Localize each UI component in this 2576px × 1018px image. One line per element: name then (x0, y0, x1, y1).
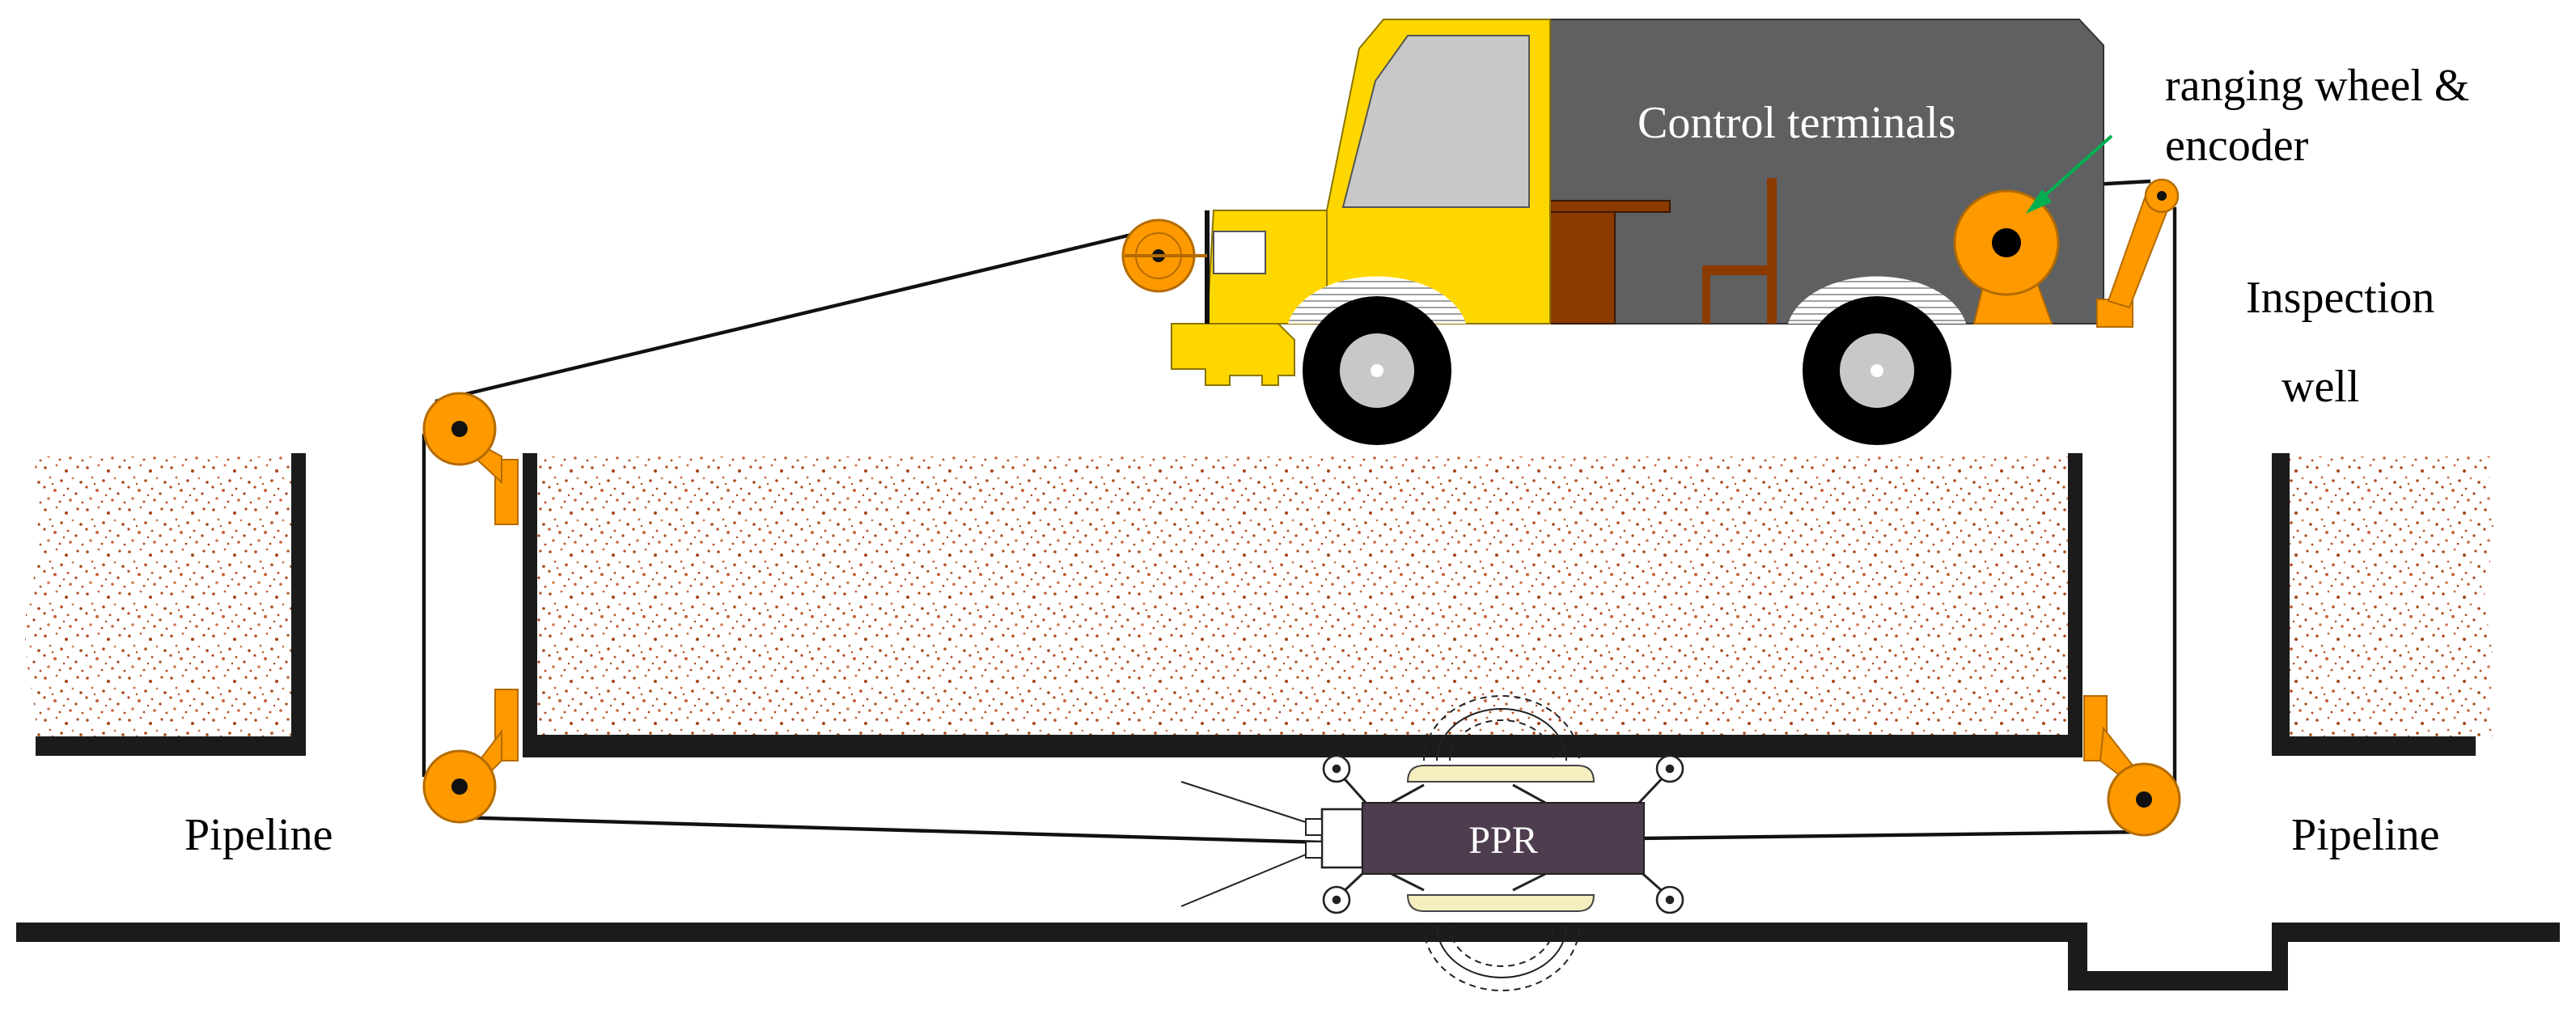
pipe-wall-right-bottom (2272, 736, 2476, 756)
pipeline-label-right: Pipeline (2291, 810, 2440, 860)
robot-icon: PPR (1180, 695, 1684, 991)
gpr-wave-icon (1423, 695, 1580, 991)
pulley-icon (422, 392, 519, 525)
robot-label: PPR (1468, 819, 1537, 862)
truck-wheel-front (1303, 296, 1451, 445)
soil-block-right (2272, 453, 2494, 756)
pipe-wall-left-vertical (291, 453, 306, 756)
pipe-wall-center-left (523, 453, 537, 757)
soil-block-center (523, 453, 2082, 757)
ranging-wheel-label-line2: encoder (2165, 121, 2309, 171)
pulley-icon (1121, 218, 1207, 293)
control-terminals-label: Control terminals (1638, 98, 1956, 148)
pulley-icon (422, 689, 519, 824)
pulley-icon (2096, 178, 2180, 328)
ranging-wheel-label-line1: ranging wheel & (2165, 61, 2469, 111)
ranging-wheel-arrow (2026, 134, 2113, 214)
inspection-well-label-line2: well (2282, 362, 2359, 412)
pipe-wall-center-bottom (523, 735, 2082, 757)
truck-wheel-rear (1803, 296, 1951, 445)
pipeline-label-left: Pipeline (184, 810, 333, 860)
pipe-wall-center-right (2068, 453, 2082, 757)
soil-block-left (25, 453, 306, 756)
inspection-well-label-line1: Inspection (2246, 273, 2434, 323)
truck-icon (1121, 19, 2180, 445)
pipeline-floor (16, 923, 2560, 990)
pulley-icon (2083, 695, 2181, 837)
ranging-wheel-icon (1953, 189, 2060, 324)
pipe-wall-left-bottom (36, 736, 306, 756)
pipe-wall-right-vertical (2272, 453, 2290, 756)
